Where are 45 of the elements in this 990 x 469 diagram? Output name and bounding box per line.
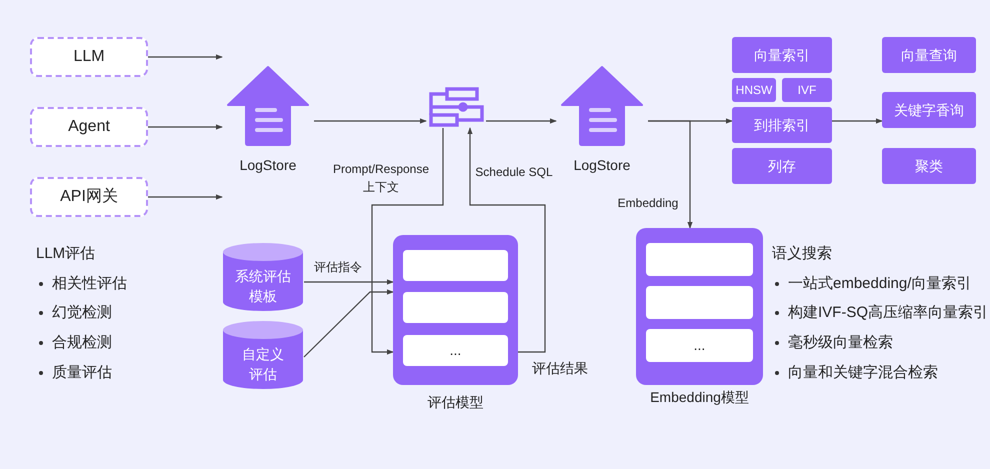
- bullet-text: 一站式embedding/向量索引: [788, 274, 972, 294]
- arrow: [371, 128, 444, 355]
- feature-box: 关键字香询: [882, 92, 976, 128]
- cylinder-label: 系统评估模板: [234, 267, 292, 306]
- section-heading: 语义搜索: [772, 244, 832, 264]
- feature-box: 向量查询: [882, 37, 976, 73]
- store-label: LogStore: [240, 156, 296, 175]
- note-text: 评估结果: [532, 359, 588, 378]
- empty-box: [646, 243, 753, 276]
- source-box: API网关: [30, 177, 148, 217]
- empty-box: [403, 292, 508, 323]
- empty-box: [646, 286, 753, 319]
- source-box: Agent: [30, 107, 148, 147]
- arrow: [304, 279, 394, 285]
- empty-box: [403, 250, 508, 281]
- bullet-text: 向量和关键字混合检索: [788, 363, 938, 383]
- feature-box: 到排索引: [732, 107, 832, 143]
- feature-box: 列存: [732, 148, 832, 184]
- arrow: [467, 127, 546, 353]
- bullet-text: 毫秒级向量检索: [788, 333, 893, 353]
- model-item: ...: [403, 335, 508, 366]
- bullet-text: 质量评估: [52, 363, 112, 383]
- feature-box: 聚类: [882, 148, 976, 184]
- panel-caption: Embedding模型: [650, 388, 749, 407]
- store-label: LogStore: [574, 156, 630, 175]
- arrow: [832, 118, 883, 124]
- arrow: [314, 118, 427, 124]
- feature-box: IVF: [782, 78, 832, 102]
- arrow: [148, 124, 223, 130]
- cylinder-label: 自定义评估: [241, 345, 285, 384]
- arrow: [648, 120, 693, 229]
- bullet-text: 相关性评估: [52, 274, 127, 294]
- arrow: [304, 289, 394, 358]
- bullet-text: 幻觉检测: [52, 303, 112, 323]
- bullet-text: 合规检测: [52, 333, 112, 353]
- arrow: [148, 54, 223, 60]
- arrow: [148, 194, 223, 200]
- source-box: LLM: [30, 37, 148, 77]
- model-item: ...: [646, 329, 753, 362]
- bullet-text: 构建IVF-SQ高压缩率向量索引: [788, 303, 988, 323]
- section-heading: LLM评估: [36, 244, 96, 264]
- feature-box: HNSW: [732, 78, 776, 102]
- panel-caption: 评估模型: [428, 393, 484, 412]
- feature-box: 向量索引: [732, 37, 832, 73]
- arrow: [486, 118, 557, 124]
